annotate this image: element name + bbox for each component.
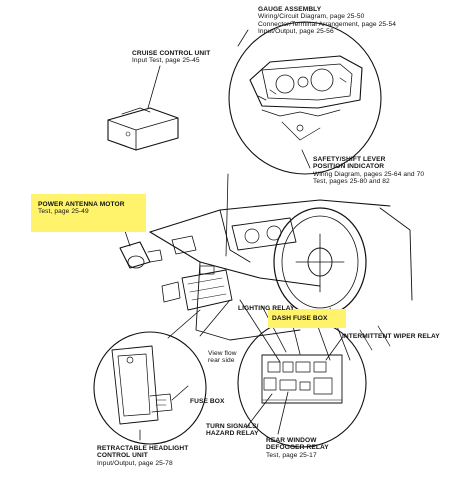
headlight-title: RETRACTABLE HEADLIGHT [97,445,189,452]
view-flow-line-1: View flow [208,350,237,357]
cruise-control-unit-sketch [107,107,179,151]
gauge-line-2: Connector/Terminal Arrangement, page 25-… [258,20,396,28]
turn-signal-label: TURN SIGNALS/ HAZARD RELAY [206,423,259,438]
fuse-box-title: FUSE BOX [190,398,225,405]
lighting-relay-label: LIGHTING RELAY [238,305,294,312]
fuse-box-label: FUSE BOX [190,398,225,405]
power-antenna-title: POWER ANTENNA MOTOR [38,201,125,208]
headlight-line-1: Input/Output, page 25-78 [97,459,173,467]
safety-shift-label: SAFETY/SHIFT LEVER POSITION INDICATOR Wi… [313,156,424,186]
rear-window-line-1: Test, page 25-17 [266,451,317,459]
rear-window-label: REAR WINDOW DEFOGGER RELAY Test, page 25… [266,437,329,459]
under-dash-fuse-panel [181,265,233,311]
power-antenna-label: POWER ANTENNA MOTOR Test, page 25-49 [38,201,125,216]
power-antenna-highlight [31,194,146,232]
cruise-control-label: CRUISE CONTROL UNIT Input Test, page 25-… [132,50,210,65]
power-antenna-motor-sketch [119,241,163,269]
dash-fuse-box-highlight [268,309,346,328]
rear-window-title: REAR WINDOW [266,437,317,444]
wiper-relay-title: INTERMITTENT WIPER RELAY [342,333,440,340]
power-antenna-line-1: Test, page 25-49 [38,208,89,216]
safety-line-1: Wiring Diagram, pages 25-64 and 70 [313,170,425,178]
gauge-assembly-label: GAUGE ASSEMBLY Wiring/Circuit Diagram, p… [258,6,396,36]
gauge-callout-circle [228,21,382,175]
view-flow-line-2: rear side [208,357,235,365]
headlight-callout-circle [93,331,207,445]
cruise-control-title: CRUISE CONTROL UNIT [132,50,211,57]
lighting-relay-title: LIGHTING RELAY [238,305,295,312]
wiper-relay-label: INTERMITTENT WIPER RELAY [342,333,440,340]
dash-fuse-box-label: DASH FUSE BOX [272,315,328,322]
gauge-assembly-title: GAUGE ASSEMBLY [258,6,322,13]
view-flow-label: View flow rear side [208,350,237,365]
leader-lines [123,29,343,441]
cruise-control-line-1: Input Test, page 25-45 [132,57,200,65]
relay-modules-sketch [161,235,197,303]
turn-signal-title: TURN SIGNALS/ [206,423,259,430]
dash-fuse-box-title: DASH FUSE BOX [272,315,328,322]
headlight-control-label: RETRACTABLE HEADLIGHT CONTROL UNIT Input… [97,445,188,467]
headlight-title-2: CONTROL UNIT [97,452,148,460]
safety-title: SAFETY/SHIFT LEVER [313,156,386,163]
rear-window-title-2: DEFOGGER RELAY [266,444,329,452]
gauge-line-3: Input/Output, page 25-56 [258,28,334,36]
safety-line-2: Test, pages 25-80 and 82 [313,178,390,186]
gauge-line-1: Wiring/Circuit Diagram, page 25-50 [258,13,365,21]
safety-title-2: POSITION INDICATOR [313,163,385,171]
turn-signal-title-2: HAZARD RELAY [206,430,259,438]
dashboard-sketch [149,199,413,361]
